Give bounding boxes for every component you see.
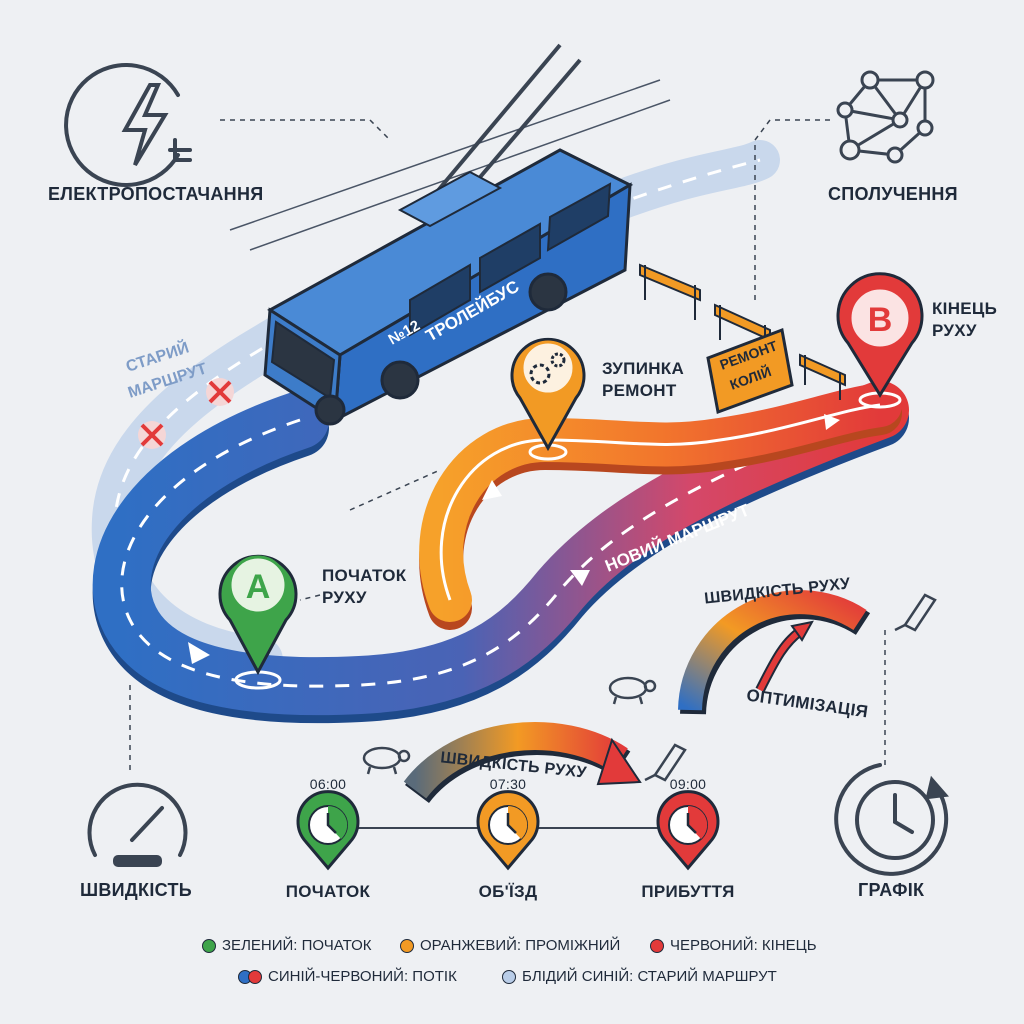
clock-icon xyxy=(688,805,708,839)
gear-icon xyxy=(529,363,551,385)
timeline-pin xyxy=(656,790,720,871)
pin-a xyxy=(218,554,298,690)
stop-label: ЗУПИНКА РЕМОНТ xyxy=(602,358,684,402)
power-label: ЕЛЕКТРОПОСТАЧАННЯ xyxy=(48,184,264,204)
legend-swatch xyxy=(202,938,216,953)
schedule-label: ГРАФІК xyxy=(858,880,925,900)
legend-swatch xyxy=(248,969,262,984)
gear-icon xyxy=(550,352,566,368)
legend-item: ЗЕЛЕНИЙ: ПОЧАТОК xyxy=(202,937,372,954)
legend-swatch xyxy=(502,969,516,984)
start-label: ПОЧАТОК РУХУ xyxy=(322,565,406,609)
timeline-pin xyxy=(476,790,540,871)
legend-swatch xyxy=(650,938,664,953)
legend-text: ЗЕЛЕНИЙ: ПОЧАТОК xyxy=(222,937,372,954)
stop-label-line-2: РЕМОНТ xyxy=(602,381,677,400)
end-label: КІНЕЦЬ РУХУ xyxy=(932,298,997,342)
pin-b-letter: B xyxy=(868,301,893,339)
start-label-line-2: РУХУ xyxy=(322,588,367,607)
turtle-icon xyxy=(362,746,411,775)
timeline-label: ПОЧАТОК xyxy=(285,882,371,901)
legend-text: БЛІДИЙ СИНІЙ: СТАРИЙ МАРШРУТ xyxy=(522,968,777,985)
stop-label-line-1: ЗУПИНКА xyxy=(602,359,685,378)
timeline-label: ПРИБУТТЯ xyxy=(641,882,735,901)
trolleybus xyxy=(263,43,634,426)
timeline-label: ОБ'ЇЗД xyxy=(478,882,538,901)
clock-icon xyxy=(508,805,528,839)
detour-route xyxy=(419,383,902,630)
overhead-wires xyxy=(229,79,671,251)
legend-item: ЧЕРВОНИЙ: КІНЕЦЬ xyxy=(650,937,817,954)
speed-label: ШВИДКІСТЬ xyxy=(80,880,193,900)
wheel xyxy=(528,272,568,312)
upper-speed-gauge xyxy=(678,590,871,715)
timeline-pins xyxy=(296,790,720,871)
timeline-time: 06:00 xyxy=(309,776,347,792)
clock-refresh-icon xyxy=(834,763,949,876)
connector-lines xyxy=(129,119,886,770)
trolley-pole xyxy=(428,43,562,202)
turtle-icon xyxy=(608,676,657,705)
wheel xyxy=(380,360,420,400)
legend-item: ОРАНЖЕВИЙ: ПРОМІЖНИЙ xyxy=(400,937,620,954)
end-label-line-2: РУХУ xyxy=(932,321,977,340)
legend-item: БЛІДИЙ СИНІЙ: СТАРИЙ МАРШРУТ xyxy=(502,968,777,985)
legend-text: ОРАНЖЕВИЙ: ПРОМІЖНИЙ xyxy=(420,937,621,954)
network-label: СПОЛУЧЕННЯ xyxy=(828,184,958,204)
wheel xyxy=(314,394,346,426)
clock-icon xyxy=(328,805,348,839)
legend-text: ЧЕРВОНИЙ: КІНЕЦЬ xyxy=(670,937,817,954)
pin-stop xyxy=(510,337,586,461)
pin-a-letter: A xyxy=(246,568,271,606)
rocket-icon xyxy=(644,743,687,782)
timeline-time: 07:30 xyxy=(489,776,527,792)
route-arrows xyxy=(188,570,590,664)
legend-swatch xyxy=(400,938,414,953)
end-label-line-1: КІНЕЦЬ xyxy=(932,299,998,318)
x-mark xyxy=(206,378,234,406)
lower-speed-gauge xyxy=(403,722,642,804)
start-label-line-1: ПОЧАТОК xyxy=(322,566,407,585)
timeline-pin xyxy=(296,790,360,871)
lightning-plug-icon xyxy=(64,63,192,187)
x-mark xyxy=(138,421,166,449)
legend-text: СИНІЙ-ЧЕРВОНИЙ: ПОТІК xyxy=(268,968,457,985)
repair-sign xyxy=(706,327,794,415)
speedometer-icon xyxy=(87,782,188,867)
timeline-time: 09:00 xyxy=(669,776,707,792)
legend-item: СИНІЙ-ЧЕРВОНИЙ: ПОТІК xyxy=(238,968,457,985)
network-nodes-icon xyxy=(836,70,935,164)
pin-b xyxy=(836,272,924,409)
rocket-icon xyxy=(894,593,937,632)
main-route xyxy=(92,381,909,724)
